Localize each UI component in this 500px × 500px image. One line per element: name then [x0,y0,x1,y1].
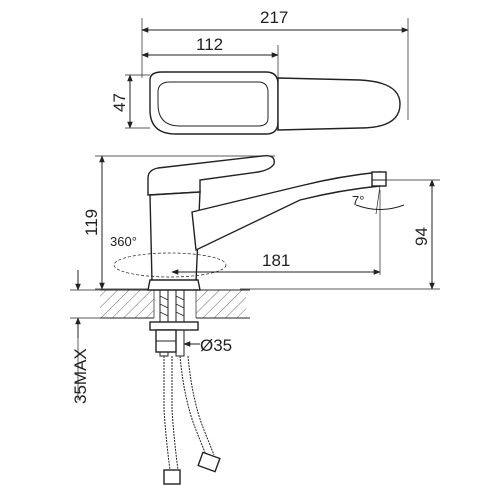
dim-35max-label: 35MAX [71,348,90,404]
flex-hoses [163,355,221,485]
dim-hole-diameter: Ø35 [183,336,232,355]
dim-spout-reach: 181 [171,251,381,275]
dim-94-label: 94 [412,227,431,246]
dim-112-label: 112 [196,35,223,54]
dim-217-label: 217 [260,8,288,27]
dim-height-total: 119 [82,155,105,290]
dim-spout-height: 94 [412,179,435,290]
angle-label: 7° [352,193,364,208]
rotation-label: 360° [110,234,137,249]
dim-max-thickness: 35MAX [70,270,100,404]
mounting-hardware [149,289,199,357]
dim-handle-height: 47 [110,74,133,129]
dim-119-label: 119 [82,209,101,236]
countertop-section [100,289,250,319]
dim-overall-width: 217 [141,8,409,33]
faucet-side-view: 360° 7° [95,154,440,291]
dim-handle-length: 112 [141,35,279,58]
handle-top-view [125,18,409,135]
dim-181-label: 181 [262,251,290,270]
dim-35-diameter-label: Ø35 [200,336,232,355]
dim-47-label: 47 [110,93,129,112]
